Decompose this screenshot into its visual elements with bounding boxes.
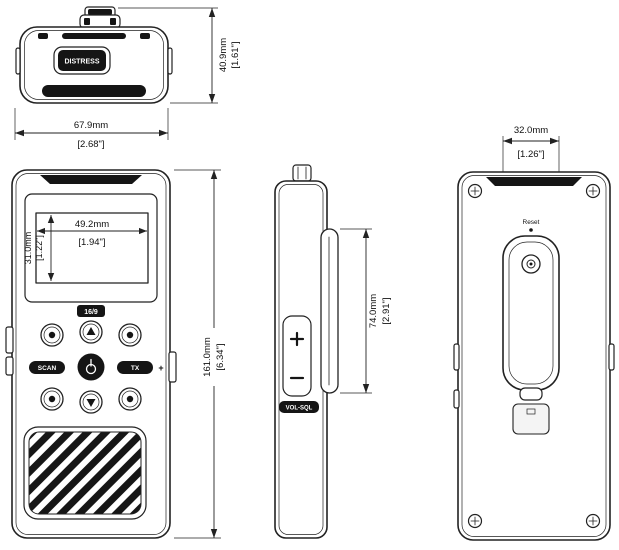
scan-label: SCAN	[38, 365, 57, 372]
dim-clip-height-mm: 74.0mm	[368, 294, 379, 328]
tx-button: TX	[117, 361, 153, 374]
reset-hole-icon	[529, 228, 533, 232]
dim-clip-height: 74.0mm [2.91"]	[340, 228, 392, 394]
clip-tip	[519, 387, 543, 401]
up-arrow-icon	[86, 327, 96, 335]
dim-overall-height: 161.0mm [6.34"]	[174, 169, 226, 539]
back-top-band	[486, 177, 582, 186]
side-antenna-icon	[292, 164, 312, 182]
dim-overall-height-mm: 161.0mm	[202, 337, 213, 377]
vol-sql-label: VOL-SQL	[286, 406, 313, 412]
front-top-band	[40, 175, 142, 184]
channel-down-button	[79, 390, 103, 414]
speaker-grille	[23, 426, 147, 520]
screw-icon	[585, 183, 601, 199]
tx-label: TX	[131, 365, 140, 372]
key-top-left	[40, 323, 64, 347]
dim-clip-width-mm: 32.0mm	[514, 125, 548, 136]
vol-sql-label-plate: VOL-SQL	[279, 401, 319, 413]
key-bottom-left	[40, 387, 64, 411]
top-rear-band	[42, 85, 146, 97]
dim-top-height-mm: 40.9mm	[218, 38, 229, 72]
dim-overall-width-mm: 67.9mm	[74, 120, 108, 131]
side-view: VOL-SQL	[274, 164, 339, 539]
dim-display-height: 31.0mm [1.22"]	[23, 215, 55, 281]
top-view: DISTRESS	[15, 6, 173, 104]
distress-label: DISTRESS	[64, 59, 99, 66]
key-top-right	[118, 323, 142, 347]
dim-overall-height-in: [6.34"]	[215, 343, 226, 370]
dim-top-height: 40.9mm [1.61"]	[118, 7, 241, 104]
down-arrow-icon	[86, 399, 96, 407]
display-screen	[35, 212, 149, 284]
screw-icon	[467, 513, 483, 529]
dim-display-width-mm: 49.2mm	[75, 219, 109, 230]
dim-display-width-in: [1.94"]	[78, 237, 105, 248]
belt-clip-side	[320, 228, 339, 394]
key-16-9-label: 16/9	[84, 309, 98, 316]
front-view: 49.2mm [1.94"] 31.0mm [1.22"] 16/9	[5, 169, 177, 539]
keypad: SCAN TX +	[29, 320, 164, 414]
battery-latch	[512, 403, 550, 435]
reset-label: Reset	[523, 219, 540, 226]
key-top-left-icon	[48, 331, 56, 339]
screw-icon	[585, 513, 601, 529]
volume-rocker	[282, 315, 312, 397]
dim-top-height-in: [1.61"]	[230, 41, 241, 68]
dim-display-height-mm: 31.0mm	[23, 232, 33, 265]
channel-up-button	[79, 320, 103, 344]
volume-up-icon	[289, 331, 305, 347]
clip-screw-icon	[521, 254, 541, 274]
key-bottom-right-icon	[126, 395, 134, 403]
key-bottom-right	[118, 387, 142, 411]
screw-icon	[467, 183, 483, 199]
scan-button: SCAN	[29, 361, 65, 374]
antenna-knob-icon	[79, 6, 121, 29]
distress-button: DISTRESS	[53, 46, 111, 75]
back-view: Reset	[453, 171, 615, 541]
dim-clip-width-in: [1.26"]	[517, 149, 544, 160]
key-top-right-icon	[126, 331, 134, 339]
dim-overall-width-in: [2.68"]	[77, 139, 104, 150]
plus-mark: +	[158, 363, 163, 373]
dim-display-width: 49.2mm [1.94"]	[37, 219, 147, 248]
dim-clip-height-in: [2.91"]	[381, 297, 392, 324]
top-slot	[62, 33, 126, 39]
key-16-9: 16/9	[77, 305, 105, 317]
dim-overall-width: 67.9mm [2.68"]	[14, 108, 169, 150]
dim-display-height-in: [1.22"]	[34, 235, 44, 261]
key-bottom-left-icon	[48, 395, 56, 403]
belt-clip	[502, 235, 560, 401]
center-key	[77, 353, 105, 381]
